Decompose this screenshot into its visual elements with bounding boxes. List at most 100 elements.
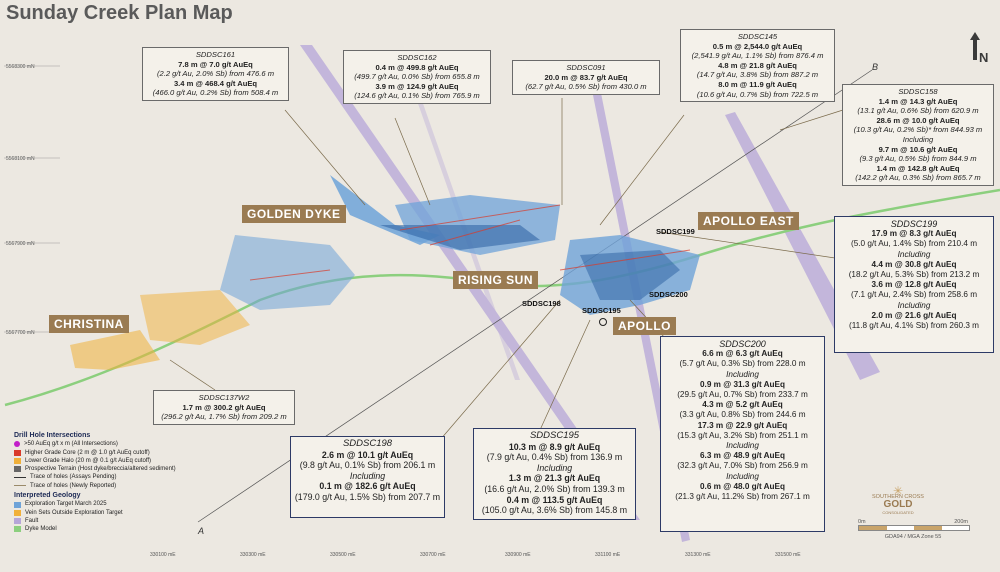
logo-text: SOUTHERN CROSS	[872, 494, 924, 500]
intercept-result: 4.8 m @ 21.8 g/t AuEq	[718, 60, 797, 70]
legend-item: Fault	[14, 517, 214, 525]
intercept-detail: (105.0 g/t Au, 3.6% Sb) from 145.8 m	[481, 505, 628, 516]
callout-hole-id: SDDSC198	[342, 438, 393, 449]
legend-swatch-icon	[14, 501, 21, 508]
legend-swatch-icon	[14, 509, 21, 516]
intercept-result: 2.6 m @ 10.1 g/t AuEq	[321, 449, 414, 460]
intercept-detail: (7.1 g/t Au, 2.4% Sb) from 258.6 m	[850, 290, 978, 300]
intercept-result: 7.8 m @ 7.0 g/t AuEq	[178, 59, 253, 69]
coord-y: 5567700 mN	[6, 330, 35, 336]
including-label: Including	[349, 470, 386, 481]
intercept-result: 0.4 m @ 113.5 g/t AuEq	[506, 494, 603, 505]
intercept-result: 20.0 m @ 83.7 g/t AuEq	[544, 72, 628, 82]
legend-item: Dyke Model	[14, 525, 214, 533]
intercept-detail: (14.7 g/t Au, 3.8% Sb) from 887.2 m	[696, 70, 819, 80]
legend-swatch-icon	[14, 466, 21, 473]
coord-x: 330500 mE	[330, 552, 356, 558]
section-end-a: A	[197, 526, 204, 536]
intercept-detail: (21.3 g/t Au, 11.2% Sb) from 267.1 m	[675, 492, 810, 502]
legend-line-icon	[14, 485, 26, 487]
company-logo: ✳ SOUTHERN CROSS GOLD CONSOLIDATED	[858, 484, 938, 516]
zone-label-rising-sun: RISING SUN	[453, 271, 539, 289]
zone-label-christina: CHRISTINA	[49, 315, 129, 333]
section-end-b: B	[872, 62, 878, 72]
legend-label: Vein Sets Outside Exploration Target	[25, 509, 123, 516]
legend-item: Trace of holes (Newly Reported)	[14, 482, 214, 490]
intercept-result: 1.4 m @ 142.8 g/t AuEq	[876, 163, 960, 173]
intercept-detail: (124.6 g/t Au, 0.1% Sb) from 765.9 m	[354, 91, 480, 101]
legend-item: >50 AuEq g/t x m (All Intersections)	[14, 440, 214, 448]
legend-label: Higher Grade Core (2 m @ 1.0 g/t AuEq cu…	[25, 449, 150, 456]
legend-label: Trace of holes (Assays Pending)	[30, 474, 117, 481]
intercept-result: 8.0 m @ 11.9 g/t AuEq	[718, 79, 797, 89]
legend-item: Vein Sets Outside Exploration Target	[14, 509, 214, 517]
callout-hole-id: SDDSC161	[195, 50, 236, 59]
intercept-result: 1.3 m @ 21.3 g/t AuEq	[508, 473, 601, 484]
intercept-detail: (16.6 g/t Au, 2.0% Sb) from 139.3 m	[484, 483, 625, 494]
intercept-detail: (499.7 g/t Au, 0.0% Sb) from 655.8 m	[354, 72, 480, 82]
intercept-detail: (10.6 g/t Au, 0.7% Sb) from 722.5 m	[696, 89, 819, 99]
logo-text: CONSOLIDATED	[882, 510, 914, 515]
including-label: Including	[897, 300, 931, 310]
including-label: Including	[897, 249, 931, 259]
legend-swatch-icon	[14, 526, 21, 533]
scale-bar: 0m 200m GDA94 / MGA Zone 55	[858, 519, 970, 540]
intercept-result: 1.4 m @ 14.3 g/t AuEq	[878, 96, 958, 106]
intercept-result: 0.1 m @ 182.6 g/t AuEq	[319, 481, 416, 492]
scale-start: 0m	[858, 519, 866, 525]
intercept-result: 0.4 m @ 499.8 g/t AuEq	[375, 62, 459, 72]
intercept-result: 3.6 m @ 12.8 g/t AuEq	[871, 280, 957, 290]
high-grade-traces	[249, 204, 691, 281]
intercept-result: 0.5 m @ 2,544.0 g/t AuEq	[712, 41, 803, 51]
including-label: Including	[726, 441, 759, 451]
intercept-result: 3.9 m @ 124.9 g/t AuEq	[375, 81, 459, 91]
intercept-result: 6.3 m @ 48.9 g/t AuEq	[699, 451, 786, 461]
intercept-detail: (5.7 g/t Au, 0.3% Sb) from 228.0 m	[679, 359, 806, 369]
intercept-result: 28.6 m @ 10.0 g/t AuEq	[876, 115, 960, 125]
legend-title: Drill Hole Intersections	[14, 432, 91, 439]
intercept-detail: (7.9 g/t Au, 0.4% Sb) from 136.9 m	[486, 452, 623, 463]
legend-swatch-icon	[14, 518, 21, 525]
coord-y: 5567900 mN	[6, 241, 35, 247]
hole-label: SDDSC195	[582, 306, 621, 315]
intercept-detail: (2.2 g/t Au, 2.0% Sb) from 476.6 m	[156, 69, 275, 79]
coord-x: 330100 mE	[150, 552, 176, 558]
legend-swatch-icon	[14, 449, 21, 456]
intercept-result: 4.4 m @ 30.8 g/t AuEq	[871, 259, 957, 269]
legend-label: Trace of holes (Newly Reported)	[30, 482, 117, 489]
coord-x: 330700 mE	[420, 552, 446, 558]
intercept-detail: (3.3 g/t Au, 0.8% Sb) from 244.6 m	[679, 410, 806, 420]
coord-y: 5568300 mN	[6, 64, 35, 70]
hole-collar	[599, 318, 607, 326]
hole-label: SDDSC199	[656, 227, 695, 236]
intercept-detail: (9.3 g/t Au, 0.5% Sb) from 844.9 m	[859, 154, 977, 164]
legend-item: Higher Grade Core (2 m @ 1.0 g/t AuEq cu…	[14, 449, 214, 457]
intercept-detail: (179.0 g/t Au, 1.5% Sb) from 207.7 m	[294, 491, 441, 502]
intercept-detail: (5.0 g/t Au, 1.4% Sb) from 210.4 m	[850, 239, 978, 249]
legend-title: Interpreted Geology	[14, 492, 81, 500]
vein-clusters	[70, 175, 700, 370]
including-label: Including	[726, 369, 759, 379]
intercept-detail: (466.0 g/t Au, 0.2% Sb) from 508.4 m	[152, 88, 279, 98]
coord-x: 330900 mE	[505, 552, 531, 558]
logo-star-icon: ✳	[892, 484, 904, 498]
intercept-detail: (18.2 g/t Au, 5.3% Sb) from 213.2 m	[848, 270, 980, 280]
intercept-result: 0.6 m @ 48.0 g/t AuEq	[699, 481, 786, 491]
including-label: Including	[726, 471, 759, 481]
legend-label: Exploration Target March 2025	[25, 501, 107, 508]
intercept-result: 0.9 m @ 31.3 g/t AuEq	[699, 379, 786, 389]
legend-swatch-icon	[14, 458, 21, 465]
intercept-detail: (296.2 g/t Au, 1.7% Sb) from 209.2 m	[161, 412, 287, 422]
legend-item: Exploration Target March 2025	[14, 500, 214, 508]
coord-x: 331100 mE	[595, 552, 621, 558]
coord-x: 331500 mE	[775, 552, 801, 558]
